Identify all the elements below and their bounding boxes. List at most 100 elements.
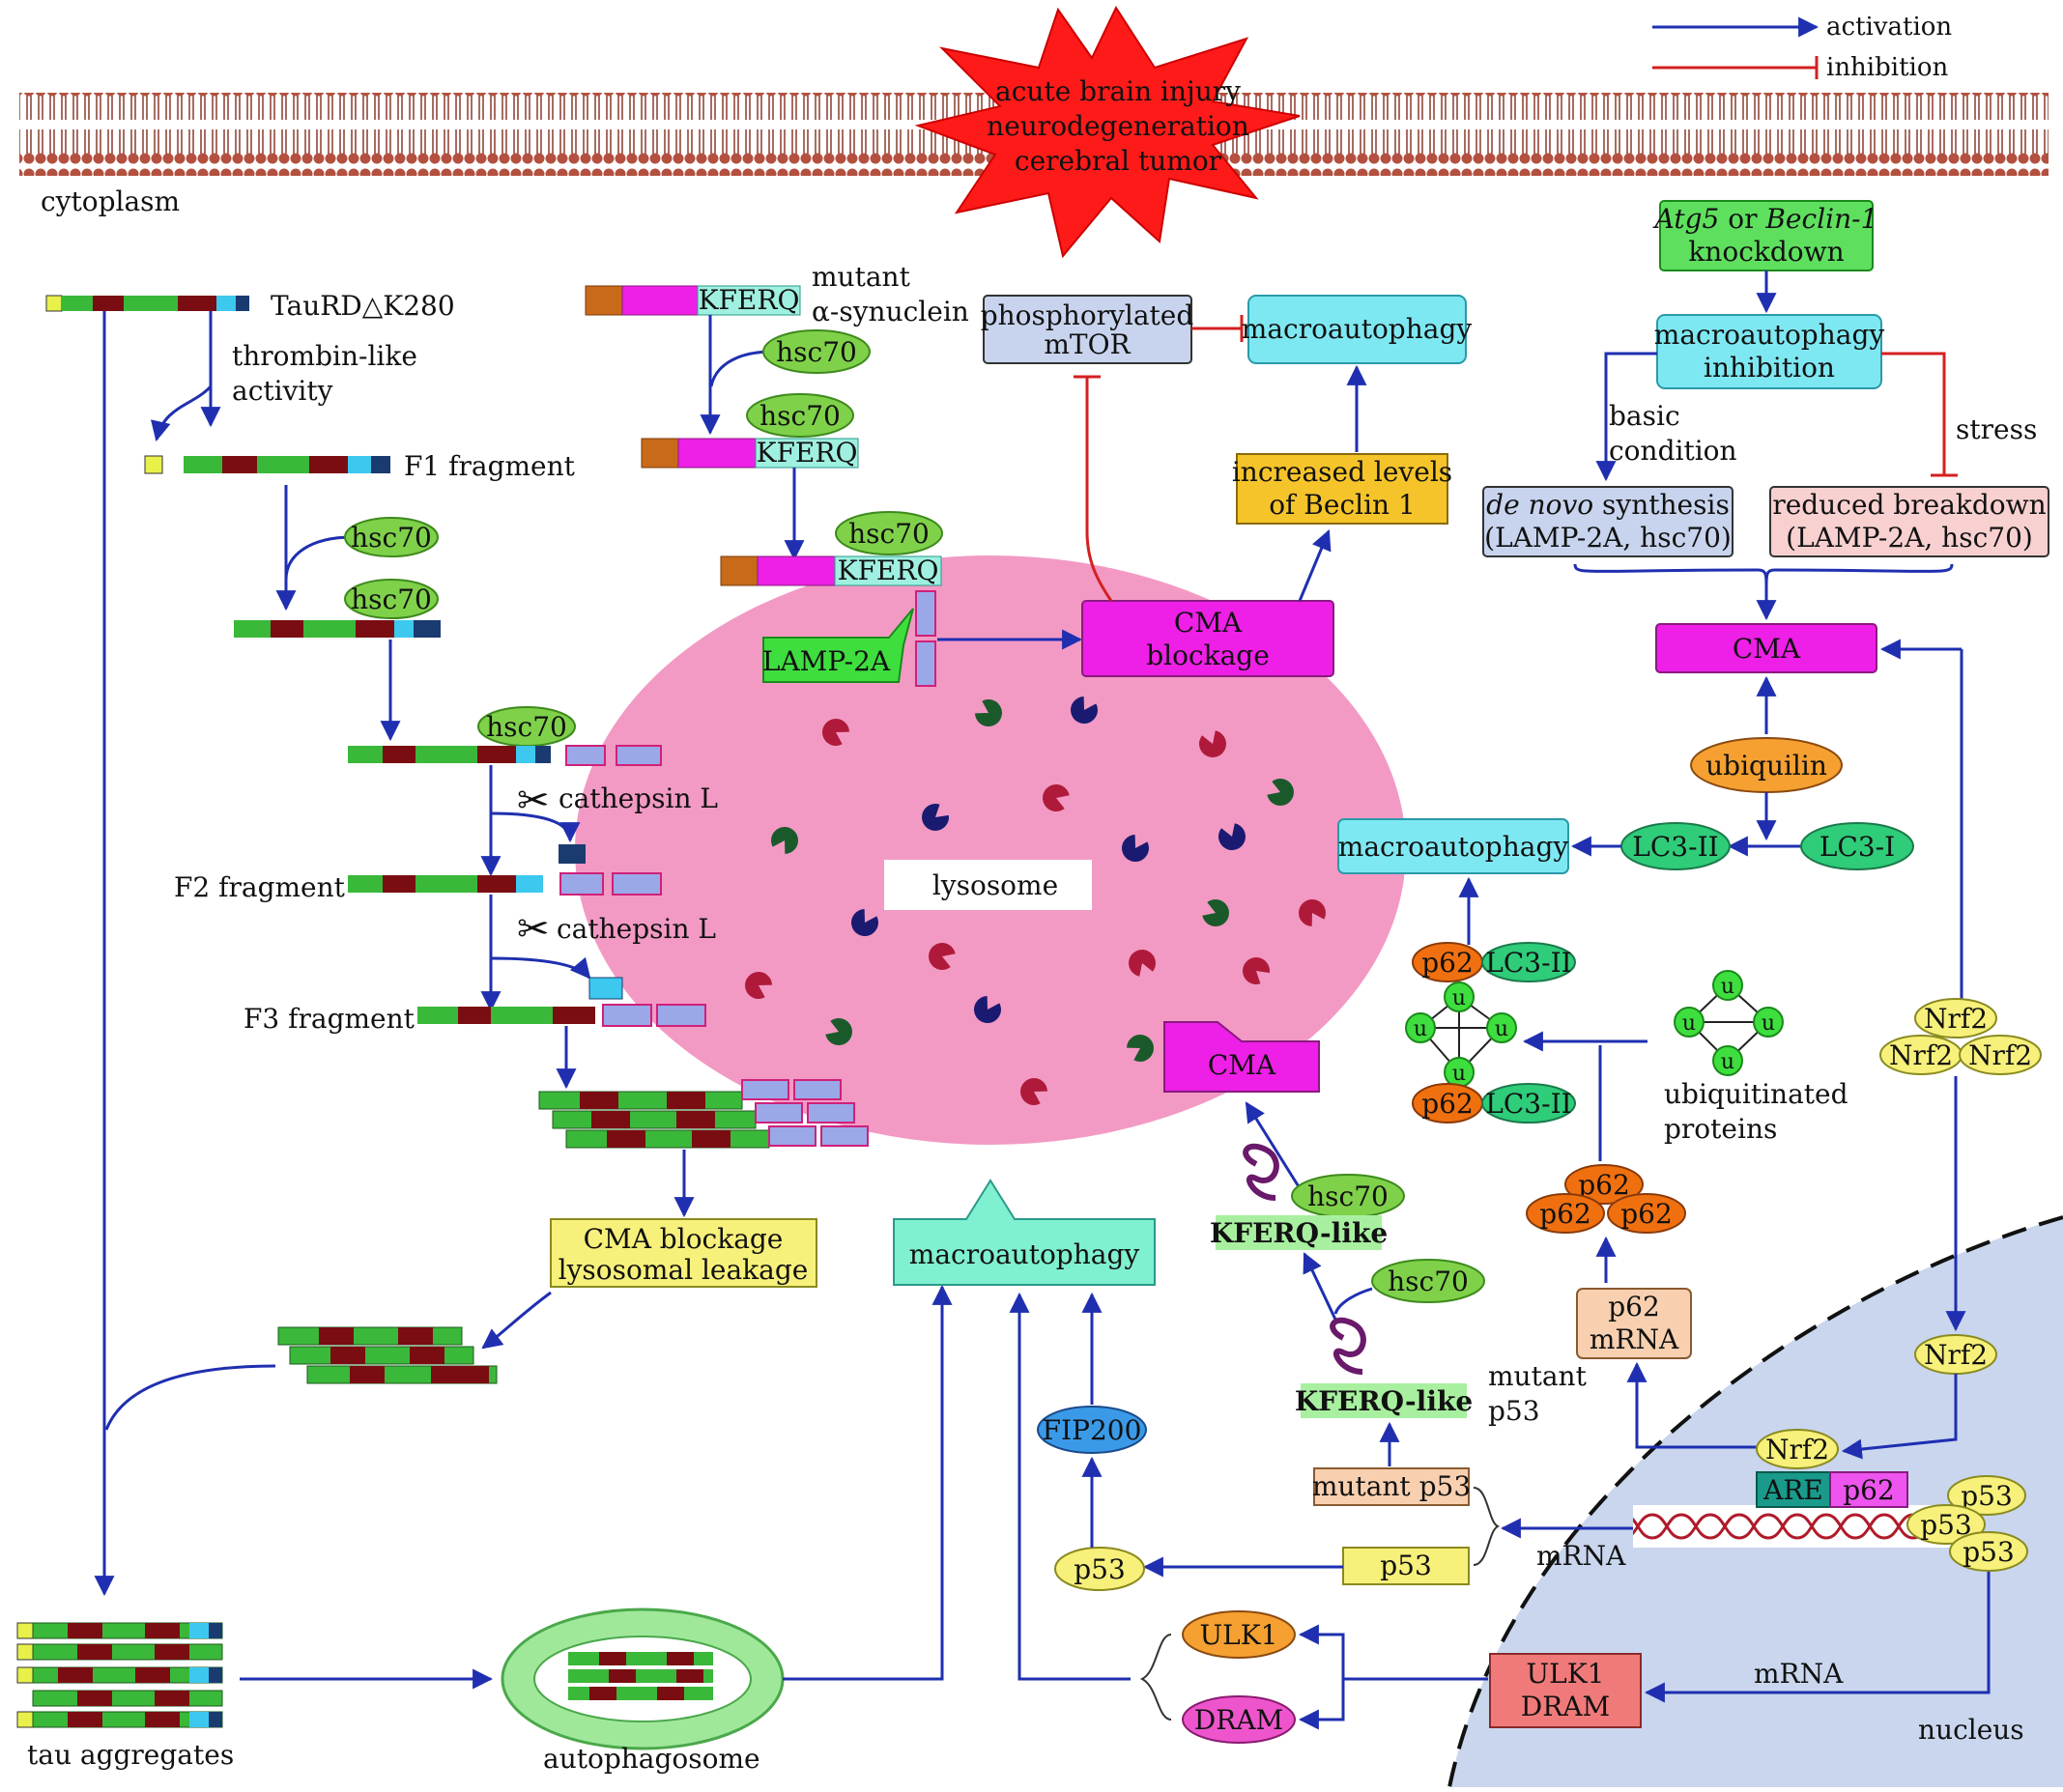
reduced-line-2: (LAMP-2A, hsc70) bbox=[1786, 522, 2033, 554]
p53-label: p53 bbox=[1074, 1553, 1126, 1585]
lysosomal-enzyme-icon bbox=[1199, 730, 1226, 757]
lysosomal-enzyme-icon bbox=[822, 719, 849, 746]
phospho-mtor-line-2: mTOR bbox=[1044, 328, 1131, 360]
tau-pathway: TauRD△K280 thrombin-like activity F1 fra… bbox=[16, 290, 953, 1775]
p62-node bbox=[1526, 1193, 1605, 1234]
arrow-hsc70-binding-1 bbox=[284, 535, 354, 581]
lysosomal-enzyme-icon bbox=[1299, 899, 1326, 926]
ubiquitin-label: u bbox=[1721, 1050, 1734, 1074]
hsc70-label: hsc70 bbox=[848, 518, 930, 550]
lc3ii-label: LC3-II bbox=[1485, 947, 1571, 979]
hsc70-label: hsc70 bbox=[351, 583, 432, 615]
hsc70-node bbox=[1371, 1259, 1485, 1303]
reduced-breakdown-box bbox=[1769, 486, 2049, 557]
mutant-p53-label-1: mutant bbox=[1488, 1360, 1588, 1392]
arrow-inhibition-to-denovo bbox=[1595, 352, 1657, 482]
tau-lamp-aggregate bbox=[538, 1079, 869, 1149]
f2-fragment-label: F2 fragment bbox=[174, 871, 346, 903]
lc3ii-node bbox=[1481, 1083, 1576, 1124]
alpha-synuclein-pathway: KFERQ mutant α-synuclein hsc70 hsc70 KFE… bbox=[585, 261, 1083, 687]
lysosomal-enzyme-icon bbox=[974, 996, 1001, 1023]
lamp2a-callout bbox=[762, 608, 914, 683]
dram-node bbox=[1182, 1695, 1296, 1744]
hsc70-label: hsc70 bbox=[1307, 1180, 1389, 1212]
released-tau-aggregates bbox=[277, 1326, 498, 1384]
cma-blockage-line-1: CMA bbox=[1174, 607, 1243, 639]
macroautophagy-label: macroautophagy bbox=[1242, 313, 1473, 345]
hsc70-node bbox=[835, 511, 943, 555]
p62-gene-label: p62 bbox=[1843, 1474, 1895, 1506]
arrow-hsc70-binding-2 bbox=[709, 350, 774, 387]
knockdown-line-1: Atg5 or Beclin-1 bbox=[1652, 203, 1878, 235]
lysosomal-enzyme-icon bbox=[1267, 779, 1294, 806]
nrf2-label: Nrf2 bbox=[1924, 1339, 1988, 1371]
lysosomal-enzyme-icon bbox=[929, 943, 956, 970]
arrow-to-released-aggregates bbox=[481, 1291, 552, 1350]
beclin-line-1: increased levels bbox=[1232, 456, 1452, 488]
arrow-hsc70-binding-3 bbox=[1333, 1287, 1373, 1315]
lysosomal-enzymes bbox=[745, 697, 1326, 1105]
starburst-line-2: neurodegeneration bbox=[987, 110, 1249, 142]
legend-inhibition-label: inhibition bbox=[1826, 53, 1948, 82]
lysosomal-enzyme-icon bbox=[771, 827, 798, 854]
autophagosome-cargo bbox=[568, 1652, 713, 1700]
p62-node bbox=[1564, 1164, 1644, 1205]
lc3ii-node bbox=[1481, 942, 1576, 982]
p62-mrna-line-2: mRNA bbox=[1590, 1323, 1679, 1355]
mtor-macroautophagy-module: phosphorylated mTOR macroautophagy incre… bbox=[981, 295, 1473, 677]
tau-aggregates-label: tau aggregates bbox=[27, 1739, 234, 1771]
phospho-mtor-line-1: phosphorylated bbox=[981, 299, 1194, 331]
beclin-line-2: of Beclin 1 bbox=[1269, 489, 1416, 521]
cathepsin-label-1: cathepsin L bbox=[559, 782, 718, 814]
reduced-line-1: reduced breakdown bbox=[1772, 489, 2046, 521]
denovo-line-1: de novo synthesis bbox=[1486, 489, 1730, 521]
f1-hsc70-complex bbox=[234, 620, 441, 638]
mutant-alpha-synuclein bbox=[585, 285, 801, 316]
ubiquitin-label: u bbox=[1414, 1017, 1427, 1041]
macroautophagy-box bbox=[1337, 818, 1569, 874]
taurd-protein bbox=[45, 295, 249, 312]
kferq-label: KFERQ bbox=[699, 284, 800, 316]
f3-fragment-label: F3 fragment bbox=[244, 1003, 415, 1035]
nuclear-envelope bbox=[1447, 1215, 2063, 1788]
hsc70-node bbox=[344, 579, 439, 619]
arrow-cma-blockage-to-beclin bbox=[1298, 529, 1332, 602]
ubiquitin-label: u bbox=[1682, 1011, 1696, 1036]
lc3ii-label: LC3-II bbox=[1632, 831, 1718, 863]
p53-node bbox=[1949, 1531, 2028, 1572]
macroautophagy-callout-label: macroautophagy bbox=[909, 1238, 1140, 1270]
ulk1-dram-box bbox=[1489, 1653, 1642, 1728]
kferq-like-label: KFERQ-like bbox=[1295, 1385, 1473, 1417]
p62-ubiquitin-module: p62 LC3-II u u u u p62 LC3-II bbox=[1405, 876, 1848, 1359]
knockdown-line-2: knockdown bbox=[1688, 236, 1844, 268]
cleaved-piece bbox=[588, 977, 623, 1000]
nrf2-module: Nrf2 Nrf2 Nrf2 Nrf2 Nrf2 ARE p62 p53 p53… bbox=[1626, 639, 2042, 1572]
ubiquitin-icon bbox=[1712, 970, 1743, 1001]
f3-fragment-protein bbox=[417, 1004, 706, 1027]
cleaved-piece bbox=[559, 844, 586, 864]
lysosomal-enzyme-icon bbox=[1043, 784, 1070, 811]
cathepsin-label-2: cathepsin L bbox=[557, 913, 716, 945]
thrombin-label-1: thrombin-like bbox=[232, 340, 417, 372]
ulk1-label: ULK1 bbox=[1200, 1619, 1278, 1651]
nucleus-label: nucleus bbox=[1918, 1714, 2024, 1746]
ubiquitin-label: u bbox=[1452, 986, 1466, 1010]
lysosomal-enzyme-icon bbox=[1129, 950, 1156, 977]
fip200-node bbox=[1037, 1406, 1147, 1454]
denovo-synthesis-box bbox=[1482, 486, 1733, 557]
arrow-cleave-1 bbox=[490, 811, 581, 843]
cma-callout bbox=[1163, 1021, 1320, 1093]
stress-label: stress bbox=[1956, 413, 2037, 445]
p62-label: p62 bbox=[1578, 1169, 1630, 1201]
beclin-box bbox=[1236, 453, 1448, 525]
p62-label: p62 bbox=[1421, 947, 1474, 979]
nrf2-label: Nrf2 bbox=[1889, 1039, 1953, 1071]
lysosomal-enzyme-icon bbox=[1243, 957, 1270, 984]
p53-node bbox=[1054, 1547, 1145, 1591]
cma-blockage-leakage-line-2: lysosomal leakage bbox=[559, 1254, 809, 1286]
p62-label: p62 bbox=[1539, 1198, 1591, 1230]
f1-fragment-label: F1 fragment bbox=[404, 450, 576, 482]
ulk1-dram-line-1: ULK1 bbox=[1527, 1658, 1605, 1690]
are-box bbox=[1756, 1471, 1831, 1508]
lysosomal-enzyme-icon bbox=[1202, 899, 1229, 926]
